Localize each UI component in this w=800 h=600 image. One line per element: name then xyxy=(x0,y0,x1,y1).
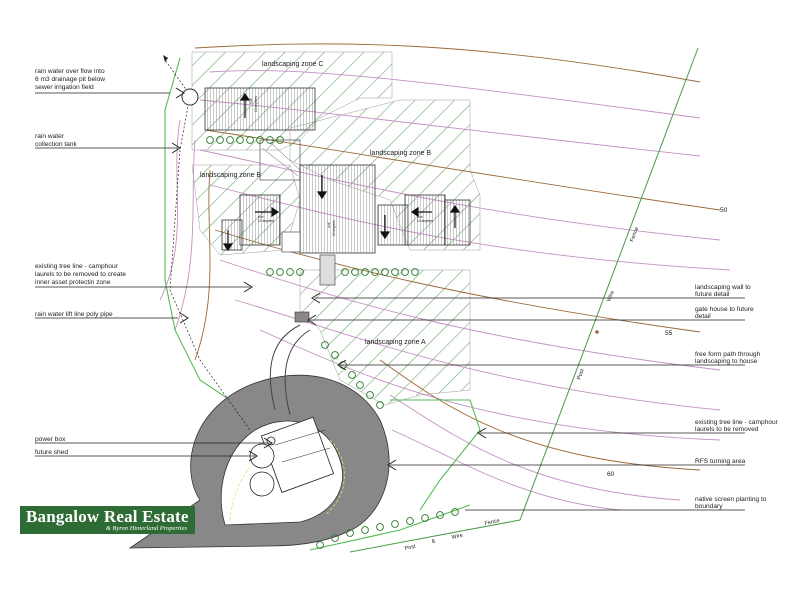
fence-label: Fence xyxy=(629,226,640,242)
zone-c-label: landscaping zone C xyxy=(262,61,324,68)
contour-50-label: 50 xyxy=(720,207,728,214)
lift-line-label: rain water lift line poly pipe xyxy=(35,311,113,318)
contour-55-label: 55 xyxy=(665,330,673,337)
rfs-turning-label: RFS turning area xyxy=(695,458,746,465)
brand-name: Bangalow Real Estate xyxy=(26,507,189,526)
contour-lines xyxy=(159,43,731,511)
fence-wire-bottom-label: Wire xyxy=(451,533,463,541)
landscaping-wall-label: landscaping wall to future detail xyxy=(695,284,753,298)
fence-amp-label: & xyxy=(431,538,436,545)
zone-b-label: landscaping zone B xyxy=(370,150,431,157)
water-tanks xyxy=(249,436,276,497)
lift-line-pipe xyxy=(164,59,251,431)
rain-overflow-label: rain water over flow into 6 m3 drainage … xyxy=(35,68,107,91)
leader-arrows xyxy=(171,87,487,471)
tree-line-top-label: existing tree line - camphour laurels to… xyxy=(35,263,128,286)
roof-note: roof xyxy=(258,215,264,219)
roof-note: roof xyxy=(417,215,423,219)
roof-note: 10 degrees xyxy=(417,219,433,223)
fence-bottom-label: Fence xyxy=(484,518,500,527)
free-path-label: free form path through landscaping to ho… xyxy=(695,351,762,365)
fence-post-label: Post xyxy=(576,368,586,381)
fence-wire-label: Wire xyxy=(606,290,616,303)
roof-note: 10 degrees xyxy=(332,220,336,236)
future-shed xyxy=(260,416,335,493)
roof-slope-arrows xyxy=(222,92,461,252)
contour-marker-icon xyxy=(595,330,599,334)
zone-b2-label: landscaping zone B xyxy=(200,172,261,179)
roof-note: 10 degrees xyxy=(254,96,258,112)
contour-60-label: 60 xyxy=(607,471,615,478)
brand-logo: Bangalow Real Estate & Byron Hinterland … xyxy=(20,506,195,534)
fence-post-bottom-label: Post xyxy=(404,544,416,552)
house-buildings xyxy=(204,87,471,323)
roof-note: roof xyxy=(249,98,253,104)
native-screen-label: native screen planting to boundary xyxy=(695,496,768,510)
roof-note: roof xyxy=(327,222,331,228)
roof-note: 10 degrees xyxy=(258,219,274,223)
drainage-pit-icon xyxy=(181,88,199,106)
flow-arrow-icon xyxy=(163,55,168,62)
gate-house-label: gate house to future detail xyxy=(695,306,756,320)
future-shed-label: future shed xyxy=(35,449,68,456)
collection-tank-label: rain water collection tank xyxy=(35,133,77,148)
tree-line-bottom-label: existing tree line - camphour laurels to… xyxy=(695,419,780,433)
zone-a-label: landscaping zone A xyxy=(365,339,426,346)
power-box-label: power box xyxy=(35,436,66,443)
brand-tagline: & Byron Hinterland Properties xyxy=(105,525,187,532)
fence-lines xyxy=(349,47,699,553)
leader-lines xyxy=(35,92,745,511)
